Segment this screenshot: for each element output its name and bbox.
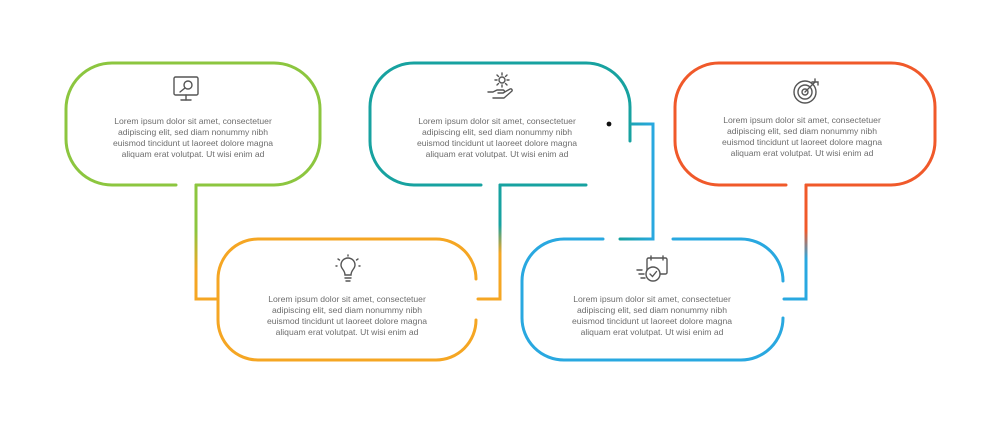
card-1-outline: [64, 61, 322, 187]
card-2-outline: [216, 237, 478, 362]
connector-5-4: [782, 183, 808, 301]
connector-3-4: [618, 122, 655, 241]
card-5-outline: [673, 61, 937, 187]
target-icon: [793, 78, 819, 104]
card-2-text: Lorem ipsum dolor sit amet, consectetuer…: [266, 294, 428, 337]
card-4-text: Lorem ipsum dolor sit amet, consectetuer…: [571, 294, 733, 337]
connector-dot: [606, 121, 612, 127]
connector-3-2: [476, 183, 502, 301]
lightbulb-icon: [335, 254, 361, 282]
card-5-text: Lorem ipsum dolor sit amet, consectetuer…: [721, 115, 883, 158]
card-4-outline: [520, 237, 785, 362]
card-1-text: Lorem ipsum dolor sit amet, consectetuer…: [112, 116, 274, 159]
monitor-search-icon: [173, 76, 199, 101]
connector-1-2: [194, 183, 220, 301]
fast-calendar-icon: [636, 255, 668, 282]
card-3-text: Lorem ipsum dolor sit amet, consectetuer…: [416, 116, 578, 159]
card-3-outline: [368, 61, 632, 187]
hand-gear-icon: [487, 72, 513, 99]
